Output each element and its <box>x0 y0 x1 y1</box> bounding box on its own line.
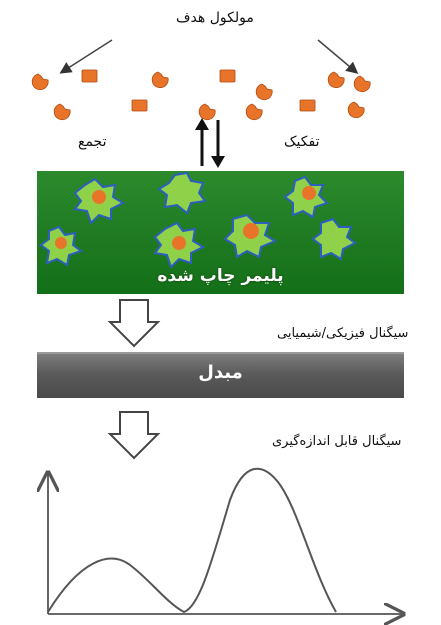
cavity-6 <box>223 213 278 259</box>
cavity-7 <box>311 217 357 261</box>
equilibrium-arrows-icon <box>195 118 225 168</box>
imprinted-polymer-label: پلیمر چاپ شده <box>157 266 284 286</box>
signal-curve <box>47 467 337 614</box>
imprinted-polymer-panel: پلیمر چاپ شده <box>37 171 404 294</box>
pointer-arrow-right <box>317 39 359 74</box>
free-molecules <box>31 69 371 121</box>
cavity-2 <box>157 171 207 215</box>
target-molecule-label: مولکول هدف <box>176 10 254 26</box>
physchem-signal-label: سیگنال فیزیکی/شیمیایی <box>277 326 409 341</box>
association-label: تجمع <box>78 134 107 150</box>
cavity-4 <box>39 225 84 267</box>
signal-plot <box>47 467 402 614</box>
down-arrow-icon-1 <box>107 299 161 348</box>
transducer-panel: مبدل <box>37 352 404 398</box>
down-arrow-icon-2 <box>107 411 161 460</box>
cavity-3 <box>283 175 329 219</box>
measurable-signal-label: سیگنال قابل اندازه‌گیری <box>272 434 402 449</box>
transducer-label: مبدل <box>198 362 243 383</box>
cavity-1 <box>73 177 126 225</box>
pointer-arrow-left <box>59 39 113 74</box>
dissociation-label: تفکیک <box>284 134 320 150</box>
cavity-5 <box>153 221 206 269</box>
polymer-cavities-illustration <box>39 171 357 269</box>
